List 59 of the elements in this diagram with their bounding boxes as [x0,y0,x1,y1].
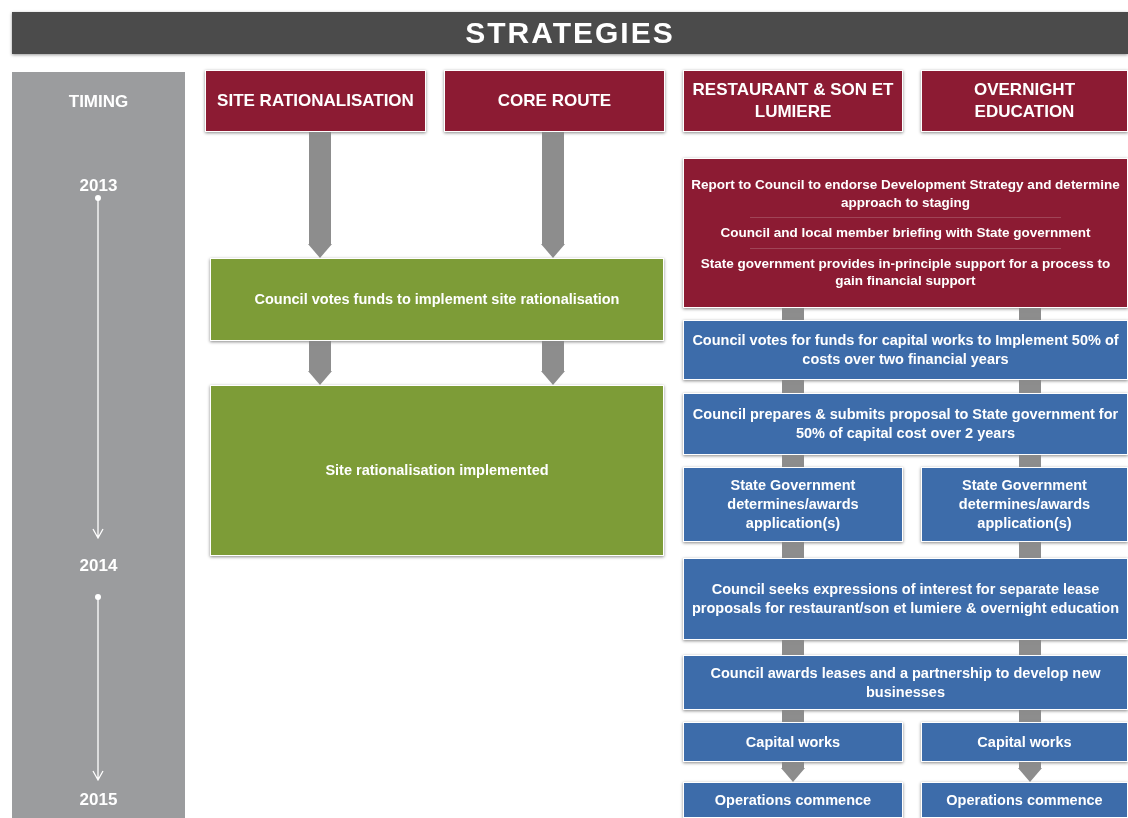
arrow [1018,762,1042,782]
connector-bar [1019,710,1041,722]
arrow [541,132,565,258]
process-box [683,722,903,762]
box-text: Council votes for funds for capital works to Implement 50% of costs over two financial years [691,331,1120,369]
process-box [683,393,1128,455]
header-text: SITE RATIONALISATION [216,89,415,112]
process-box [683,655,1128,710]
process-box [683,467,903,542]
connector-bar [782,308,804,320]
box-text: State Government determines/awards application(s) [957,476,1092,533]
process-box [210,385,664,556]
process-box [683,320,1128,380]
box-text: Capital works [744,732,842,752]
connector-bar [782,640,804,655]
box-text: Council awards leases and a partnership to develop new businesses [709,663,1102,702]
box-text: Operations commence [945,790,1104,810]
process-box [921,467,1128,542]
connector-bar [1019,380,1041,393]
connector-bar [782,380,804,393]
box-text: Site rationalisation implemented [324,461,550,480]
process-box [683,558,1128,640]
process-box [921,782,1128,818]
box-text: State government provides in-principle support for a process to gain financial support [699,254,1112,291]
year-label: 2013 [79,176,118,196]
process-box [921,722,1128,762]
box-text: Capital works [976,732,1073,752]
arrow [541,341,565,385]
box-text: Council prepares & submits proposal to State government for 50% of capital cost over 2 years [691,405,1120,443]
column-header [205,70,426,132]
box-text: Operations commence [713,790,873,810]
column-header [444,70,665,132]
arrow [781,762,805,782]
connector-bar [1019,455,1041,467]
box-text: Council seeks expressions of interest for separate lease proposals for restaurant/son et lumiere & overnight education [691,580,1120,618]
column-heading: TIMING [68,92,129,112]
year-label: 2015 [79,790,118,810]
box-text: Report to Council to endorse Development Strategy and determine approach to staging [690,176,1121,212]
header-text: OVERNIGHT EDUCATION [972,78,1077,123]
header-text: RESTAURANT & SON ET LUMIERE [691,78,895,123]
connector-bar [782,542,804,558]
connector-bar [1019,308,1041,320]
box-text: Council votes funds to implement site rationalisation [253,290,621,309]
title-banner: STRATEGIES [12,12,1128,54]
process-box [683,158,1128,308]
column-header [683,70,903,132]
arrow [308,341,332,385]
box-text: Council and local member briefing with State government [719,224,1092,243]
arrow [308,132,332,258]
header-text: CORE ROUTE [496,89,613,112]
connector-bar [1019,542,1041,558]
process-box [210,258,664,341]
year-label: 2014 [79,556,118,576]
column-header [921,70,1128,132]
connector-bar [782,455,804,467]
connector-bar [1019,640,1041,655]
process-box [683,782,903,818]
box-text: State Government determines/awards application(s) [726,476,860,533]
connector-bar [782,710,804,722]
